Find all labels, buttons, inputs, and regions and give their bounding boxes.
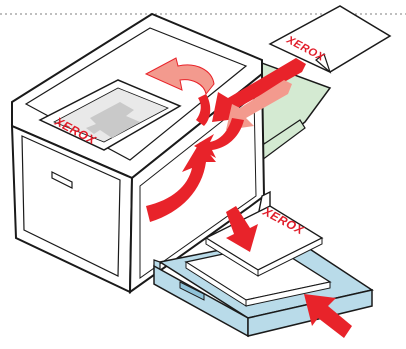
loose-paper-sheet: XEROX — [270, 6, 390, 72]
